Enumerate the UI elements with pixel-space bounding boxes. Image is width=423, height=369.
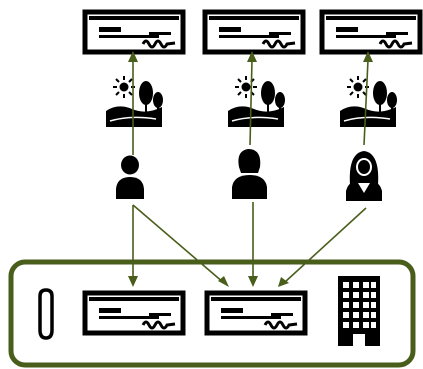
connector-group — [132, 59, 369, 284]
person-female-icon — [232, 149, 267, 199]
check-icon — [322, 12, 420, 52]
landscape-icon — [339, 75, 398, 128]
group-container — [8, 259, 416, 368]
arrowheads — [128, 51, 373, 287]
office-building-icon — [338, 276, 380, 346]
arrow-person2-to-check2 — [249, 59, 253, 146]
person-icon — [116, 155, 144, 199]
paperclip-icon — [38, 288, 54, 340]
arrow-person1-to-bottomcheck2 — [132, 204, 225, 284]
arrow-person3-to-check3 — [363, 59, 369, 146]
check-icon — [85, 293, 183, 333]
landscape-icon — [105, 75, 164, 128]
landscape-icon — [227, 75, 286, 128]
person-long-hair-icon — [346, 151, 382, 201]
check-icon — [205, 12, 303, 52]
check-icon — [207, 293, 305, 333]
arrow-person3-to-bottomcheck2 — [284, 207, 367, 283]
check-icon — [85, 12, 183, 52]
